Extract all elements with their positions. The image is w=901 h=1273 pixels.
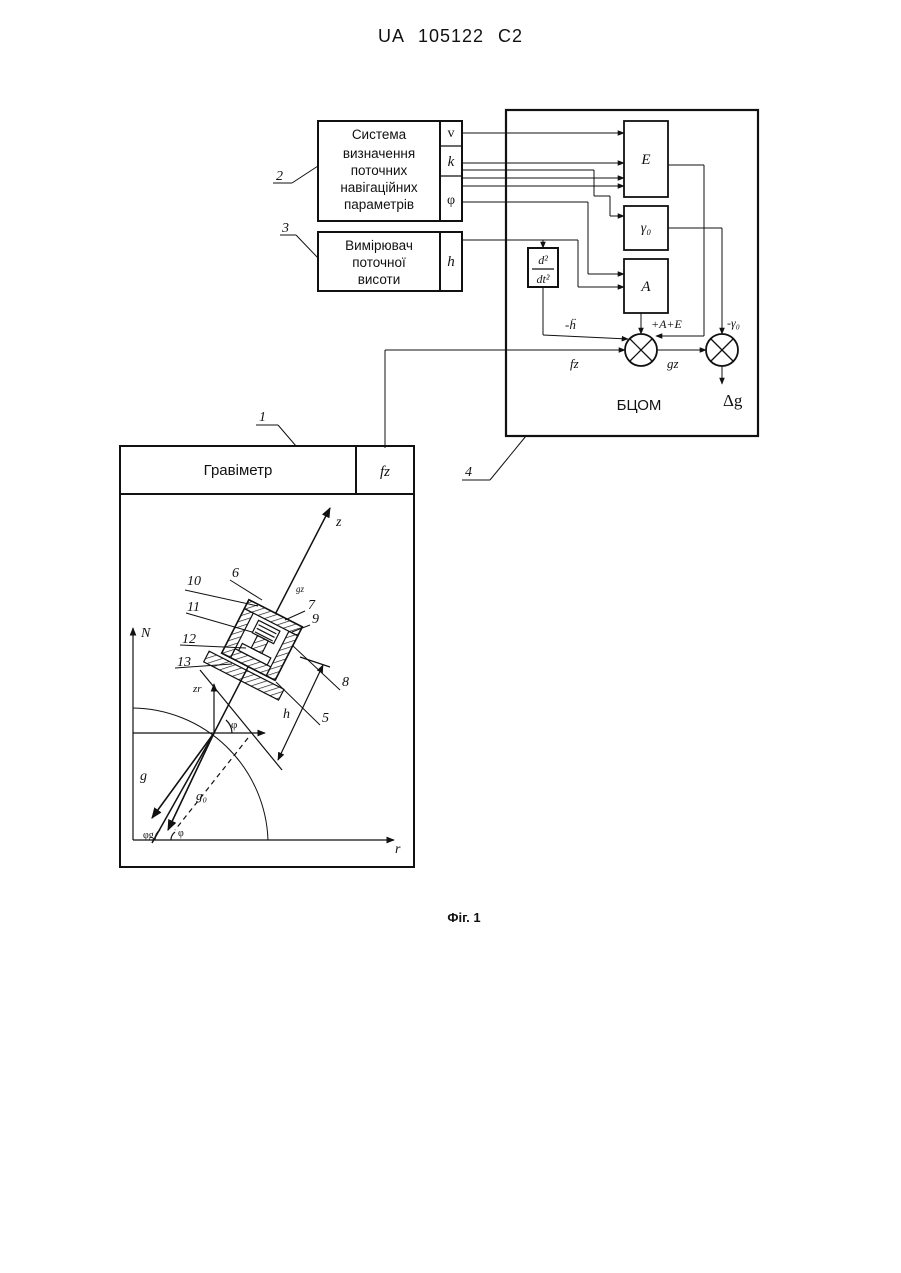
phi-bottom-label: φ	[178, 828, 184, 839]
phi-g-label: φg	[143, 830, 154, 841]
callout-11: 11	[187, 600, 200, 615]
minus-gamma-label: -γ₀	[727, 316, 740, 330]
callout-6: 6	[232, 566, 239, 581]
callout-8: 8	[342, 675, 349, 690]
deriv-denominator: dt²	[537, 272, 550, 286]
nav-system-line3: поточних	[351, 163, 408, 178]
callout-3: 3	[281, 221, 289, 236]
delta-g-label: Δg	[723, 391, 743, 410]
output-v: v	[448, 126, 455, 141]
callout-10: 10	[187, 574, 201, 589]
altimeter-line1: Вимірювач	[345, 238, 413, 253]
block-a-label: A	[640, 279, 651, 295]
nav-system-line2: визначення	[343, 146, 415, 161]
computer-label: БЦОМ	[617, 397, 662, 414]
callout-2: 2	[276, 169, 283, 184]
n-axis-label: N	[140, 626, 151, 641]
deriv-numerator: d²	[538, 253, 548, 267]
fz-label: fz	[570, 356, 579, 371]
figure-caption: Фіг. 1	[447, 910, 480, 925]
g0-vector-label: g₀	[196, 788, 207, 803]
z-axis-label: z	[335, 515, 342, 530]
h-label: h	[283, 707, 290, 722]
gz-label: gz	[667, 356, 679, 371]
output-k: k	[448, 154, 455, 170]
callout-9: 9	[312, 612, 319, 627]
gz-axis-label: gz	[296, 584, 305, 594]
callout-4: 4	[465, 465, 472, 480]
callout-12: 12	[182, 632, 196, 647]
nav-system-line5: параметрів	[344, 197, 414, 212]
block-e-label: E	[640, 152, 650, 168]
nav-system-line1: Система	[352, 127, 407, 142]
gravimeter-label: Гравіметр	[204, 462, 273, 479]
callout-13: 13	[177, 655, 191, 670]
output-phi: φ	[447, 193, 455, 208]
block-gamma-label: γ₀	[641, 221, 652, 236]
zr-label: zr	[192, 683, 202, 695]
g-vector-label: g	[140, 769, 147, 784]
gravimeter-geometry	[133, 508, 394, 843]
gravimeter-output: fz	[380, 464, 390, 480]
nav-system-line4: навігаційних	[340, 180, 418, 195]
minus-h-label: -ḧ	[565, 317, 576, 332]
plus-ae-label: +A+E	[651, 317, 683, 331]
phi-label: φ	[231, 719, 237, 731]
summer-1	[625, 334, 657, 366]
callout-7: 7	[308, 598, 316, 613]
callout-1: 1	[259, 410, 266, 425]
altimeter-line3: висоти	[358, 272, 401, 287]
callout-5: 5	[322, 711, 329, 726]
altimeter-line2: поточної	[352, 255, 406, 270]
output-h: h	[447, 254, 455, 270]
r-axis-label: r	[395, 842, 401, 857]
callout-leaders	[256, 166, 526, 480]
summer-2	[706, 334, 738, 366]
